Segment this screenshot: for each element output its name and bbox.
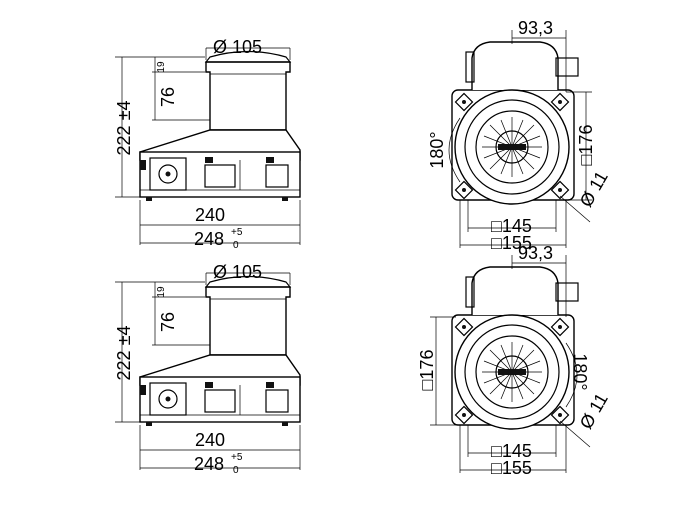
tol-lower-label: 0 xyxy=(233,240,239,251)
width-b-label: □155 xyxy=(491,458,532,478)
angle-label: 180° xyxy=(570,353,590,390)
offset-label: 93,3 xyxy=(518,18,553,38)
plan-view-bottom xyxy=(430,255,591,473)
drum-cap xyxy=(204,50,292,63)
width-outer-label: 248 xyxy=(194,229,224,249)
motor-cover xyxy=(149,382,187,416)
width-inner-label: 240 xyxy=(195,430,225,450)
diameter-label: Ø 105 xyxy=(213,37,262,57)
drum-hub xyxy=(498,369,526,375)
square-outer-label: □176 xyxy=(417,350,437,391)
width-inner-label: 240 xyxy=(195,205,225,225)
height-label: 222 ±4 xyxy=(114,326,134,381)
drum-cap xyxy=(204,275,292,288)
motor-housing xyxy=(471,41,559,90)
motor-housing xyxy=(471,266,559,315)
width-outer-label: 248 xyxy=(194,454,224,474)
sub-height-label: 76 xyxy=(158,87,178,107)
sub-small-label: 19 xyxy=(156,61,167,73)
side-view-bottom xyxy=(115,272,301,470)
motor-cover xyxy=(149,157,187,191)
sub-small-label: 19 xyxy=(156,286,167,298)
plan-view-top xyxy=(448,30,592,248)
diameter-label: Ø 105 xyxy=(213,262,262,282)
tol-upper-label: +5 xyxy=(231,227,243,238)
tol-upper-label: +5 xyxy=(231,452,243,463)
hole-label: Ø 11 xyxy=(576,390,612,433)
height-label: 222 ±4 xyxy=(114,101,134,156)
capstan-drum xyxy=(205,61,291,131)
tol-lower-label: 0 xyxy=(233,465,239,476)
square-outer-label: □176 xyxy=(576,125,596,166)
drum-hub xyxy=(498,144,526,150)
hole-label: Ø 11 xyxy=(576,168,612,211)
capstan-drum xyxy=(205,286,291,356)
side-view-top xyxy=(115,47,301,245)
width-b-label: □155 xyxy=(491,233,532,253)
sub-height-label: 76 xyxy=(158,312,178,332)
width-a-label: □145 xyxy=(491,216,532,236)
angle-label: 180° xyxy=(427,131,447,168)
width-a-label: □145 xyxy=(491,441,532,461)
offset-label: 93,3 xyxy=(518,243,553,263)
